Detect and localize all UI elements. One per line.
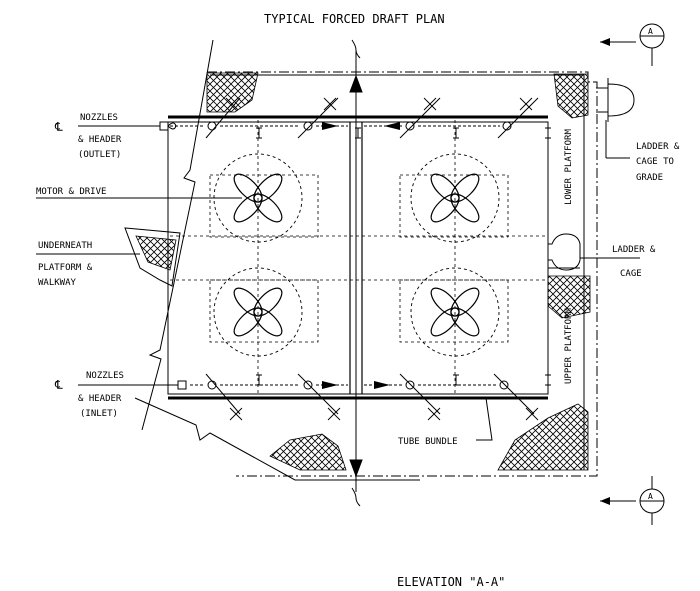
section-marker-top-label: A xyxy=(648,27,653,36)
label-ladder-cage-1: LADDER & xyxy=(612,245,656,255)
label-motor-drive: MOTOR & DRIVE xyxy=(36,187,106,197)
label-nozzles-outlet-1: NOZZLES xyxy=(80,113,118,123)
platform-outline xyxy=(210,74,585,470)
label-nozzles-outlet-3: (OUTLET) xyxy=(78,150,121,160)
center-crosses xyxy=(225,97,539,421)
beam-markers xyxy=(256,127,551,386)
centerline-mark-bottom: ℄ xyxy=(54,378,63,392)
hatch-bottom-left xyxy=(269,433,347,471)
leader-tube-bundle xyxy=(476,397,493,441)
label-nozzles-outlet-2: & HEADER xyxy=(78,135,122,145)
label-nozzles-inlet-1: NOZZLES xyxy=(86,371,124,381)
ladder-cage-icon xyxy=(548,78,640,271)
label-ladder-grade-2: CAGE TO xyxy=(636,157,674,167)
hatch-walkway xyxy=(135,235,177,271)
hatch-top-right xyxy=(553,73,589,119)
vertical-centerline xyxy=(349,39,363,507)
section-marker-bottom: A xyxy=(600,476,665,525)
label-nozzles-inlet-3: (INLET) xyxy=(80,409,118,419)
label-underneath-2: PLATFORM & xyxy=(38,263,93,273)
fan-bottom-left xyxy=(213,267,303,357)
bottom-break-edge xyxy=(134,397,420,481)
left-break-edge xyxy=(141,39,214,431)
label-nozzles-inlet-2: & HEADER xyxy=(78,394,122,404)
label-underneath-3: WALKWAY xyxy=(38,278,77,288)
fan-bottom-right xyxy=(410,267,500,357)
label-underneath-1: UNDERNEATH xyxy=(38,241,92,251)
label-ladder-cage-2: CAGE xyxy=(620,269,642,279)
tube-bundle-frame xyxy=(167,121,549,395)
hatch-bottom-right xyxy=(497,403,589,471)
section-marker-bottom-label: A xyxy=(648,492,653,501)
flow-arrow-icon xyxy=(322,122,400,389)
drawing-title: TYPICAL FORCED DRAFT PLAN xyxy=(264,12,445,26)
fan-top-right xyxy=(410,153,500,243)
nozzle-icon xyxy=(78,121,187,390)
label-tube-bundle: TUBE BUNDLE xyxy=(398,437,458,447)
label-upper-platform: UPPER PLATFORM xyxy=(564,308,574,384)
label-lower-platform: LOWER PLATFORM xyxy=(564,129,574,205)
plenum-grid xyxy=(170,120,546,396)
elevation-caption: ELEVATION "A-A" xyxy=(397,575,505,589)
walkway-platform xyxy=(124,227,181,287)
hatch-top-left xyxy=(206,72,259,113)
label-ladder-grade-3: GRADE xyxy=(636,173,663,183)
label-ladder-grade-1: LADDER & xyxy=(636,142,680,152)
platform-boundary xyxy=(207,71,598,477)
section-marker-icon: A xyxy=(600,23,665,66)
centerline-mark-top: ℄ xyxy=(54,120,63,134)
